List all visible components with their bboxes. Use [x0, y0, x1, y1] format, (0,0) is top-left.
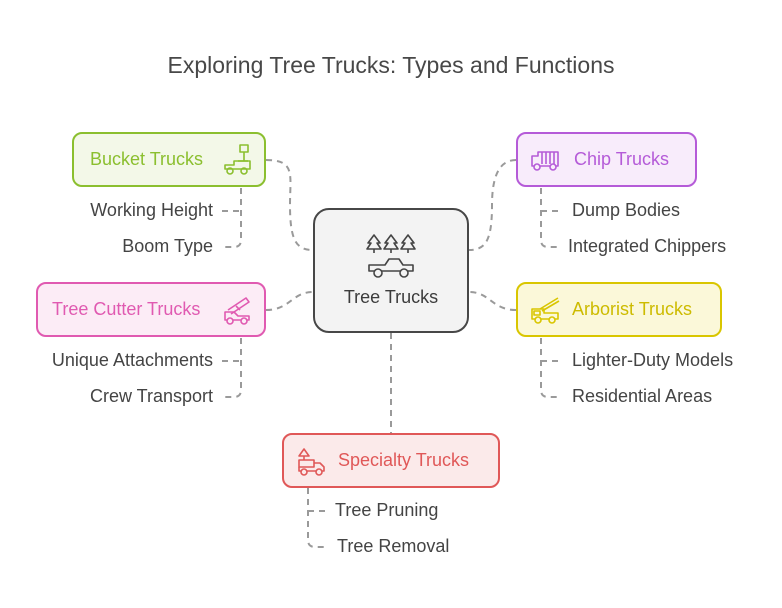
specialty-trucks-node: Specialty Trucks: [282, 433, 500, 488]
trees-and-truck-icon: [366, 234, 416, 278]
specialty-truck-icon: [298, 447, 325, 476]
connector-specialty-items: [307, 488, 326, 548]
connector-arborist: [468, 291, 517, 311]
specialty-item-tree-removal: Tree Removal: [337, 536, 450, 556]
specialty-item-tree-pruning: Tree Pruning: [335, 500, 439, 520]
boom-truck-icon: [531, 296, 560, 324]
connector-bucket-items: [222, 188, 242, 248]
chip-item-integrated-chippers: Integrated Chippers: [568, 236, 727, 256]
chip-trucks-label: Chip Trucks: [574, 149, 670, 169]
diagram-title: Exploring Tree Trucks: Types and Functio…: [167, 52, 615, 78]
connector-arborist-items: [540, 338, 560, 398]
bucket-truck-icon: [224, 143, 251, 175]
arborist-item-residential-areas: Residential Areas: [572, 386, 713, 406]
arborist-item-lighter-duty-models: Lighter-Duty Models: [572, 350, 734, 370]
arborist-trucks-node: Arborist Trucks: [516, 282, 722, 337]
connector-bucket: [265, 159, 314, 251]
chip-item-dump-bodies: Dump Bodies: [572, 200, 681, 220]
connector-cutter-items: [222, 338, 242, 398]
connector-chip-items: [540, 188, 560, 248]
bucket-item-boom-type: Boom Type: [122, 236, 213, 256]
bucket-trucks-node: Bucket Trucks: [72, 132, 266, 187]
center-node: Tree Trucks: [313, 208, 469, 333]
chip-trucks-node: Chip Trucks: [516, 132, 697, 187]
tree-cutter-trucks-node: Tree Cutter Trucks: [36, 282, 266, 337]
center-label: Tree Trucks: [343, 287, 439, 307]
chip-truck-icon: [531, 150, 559, 171]
cutter-item-unique-attachments: Unique Attachments: [51, 350, 213, 370]
tree-cutter-trucks-label: Tree Cutter Trucks: [52, 299, 201, 319]
connector-chip: [468, 159, 517, 251]
cutter-item-crew-transport: Crew Transport: [89, 386, 213, 406]
specialty-trucks-label: Specialty Trucks: [338, 450, 470, 470]
bucket-item-working-height: Working Height: [90, 200, 213, 220]
connector-cutter: [265, 291, 314, 311]
crane-truck-icon: [224, 296, 250, 325]
arborist-trucks-label: Arborist Trucks: [572, 299, 693, 319]
bucket-trucks-label: Bucket Trucks: [90, 149, 204, 169]
